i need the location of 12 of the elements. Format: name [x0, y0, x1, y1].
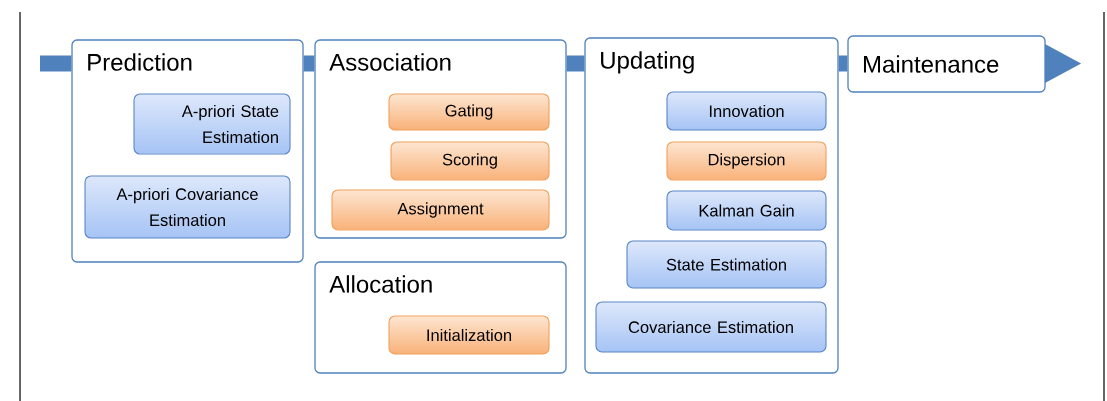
step-box: A-priori Covariance Estimation	[84, 175, 291, 239]
step-box: Covariance Estimation	[595, 301, 827, 353]
step-box: State Estimation	[626, 240, 827, 289]
step-box: Innovation	[666, 91, 827, 131]
stage-box: Maintenance	[847, 35, 1046, 93]
step-box: Initialization	[388, 315, 550, 355]
step-box: Assignment	[331, 189, 550, 231]
step-box: Gating	[388, 93, 550, 131]
step-box: Kalman Gain	[666, 190, 827, 231]
step-box: A-priori State Estimation	[133, 93, 291, 155]
step-box: Dispersion	[666, 141, 827, 181]
step-box: Scoring	[390, 141, 550, 181]
